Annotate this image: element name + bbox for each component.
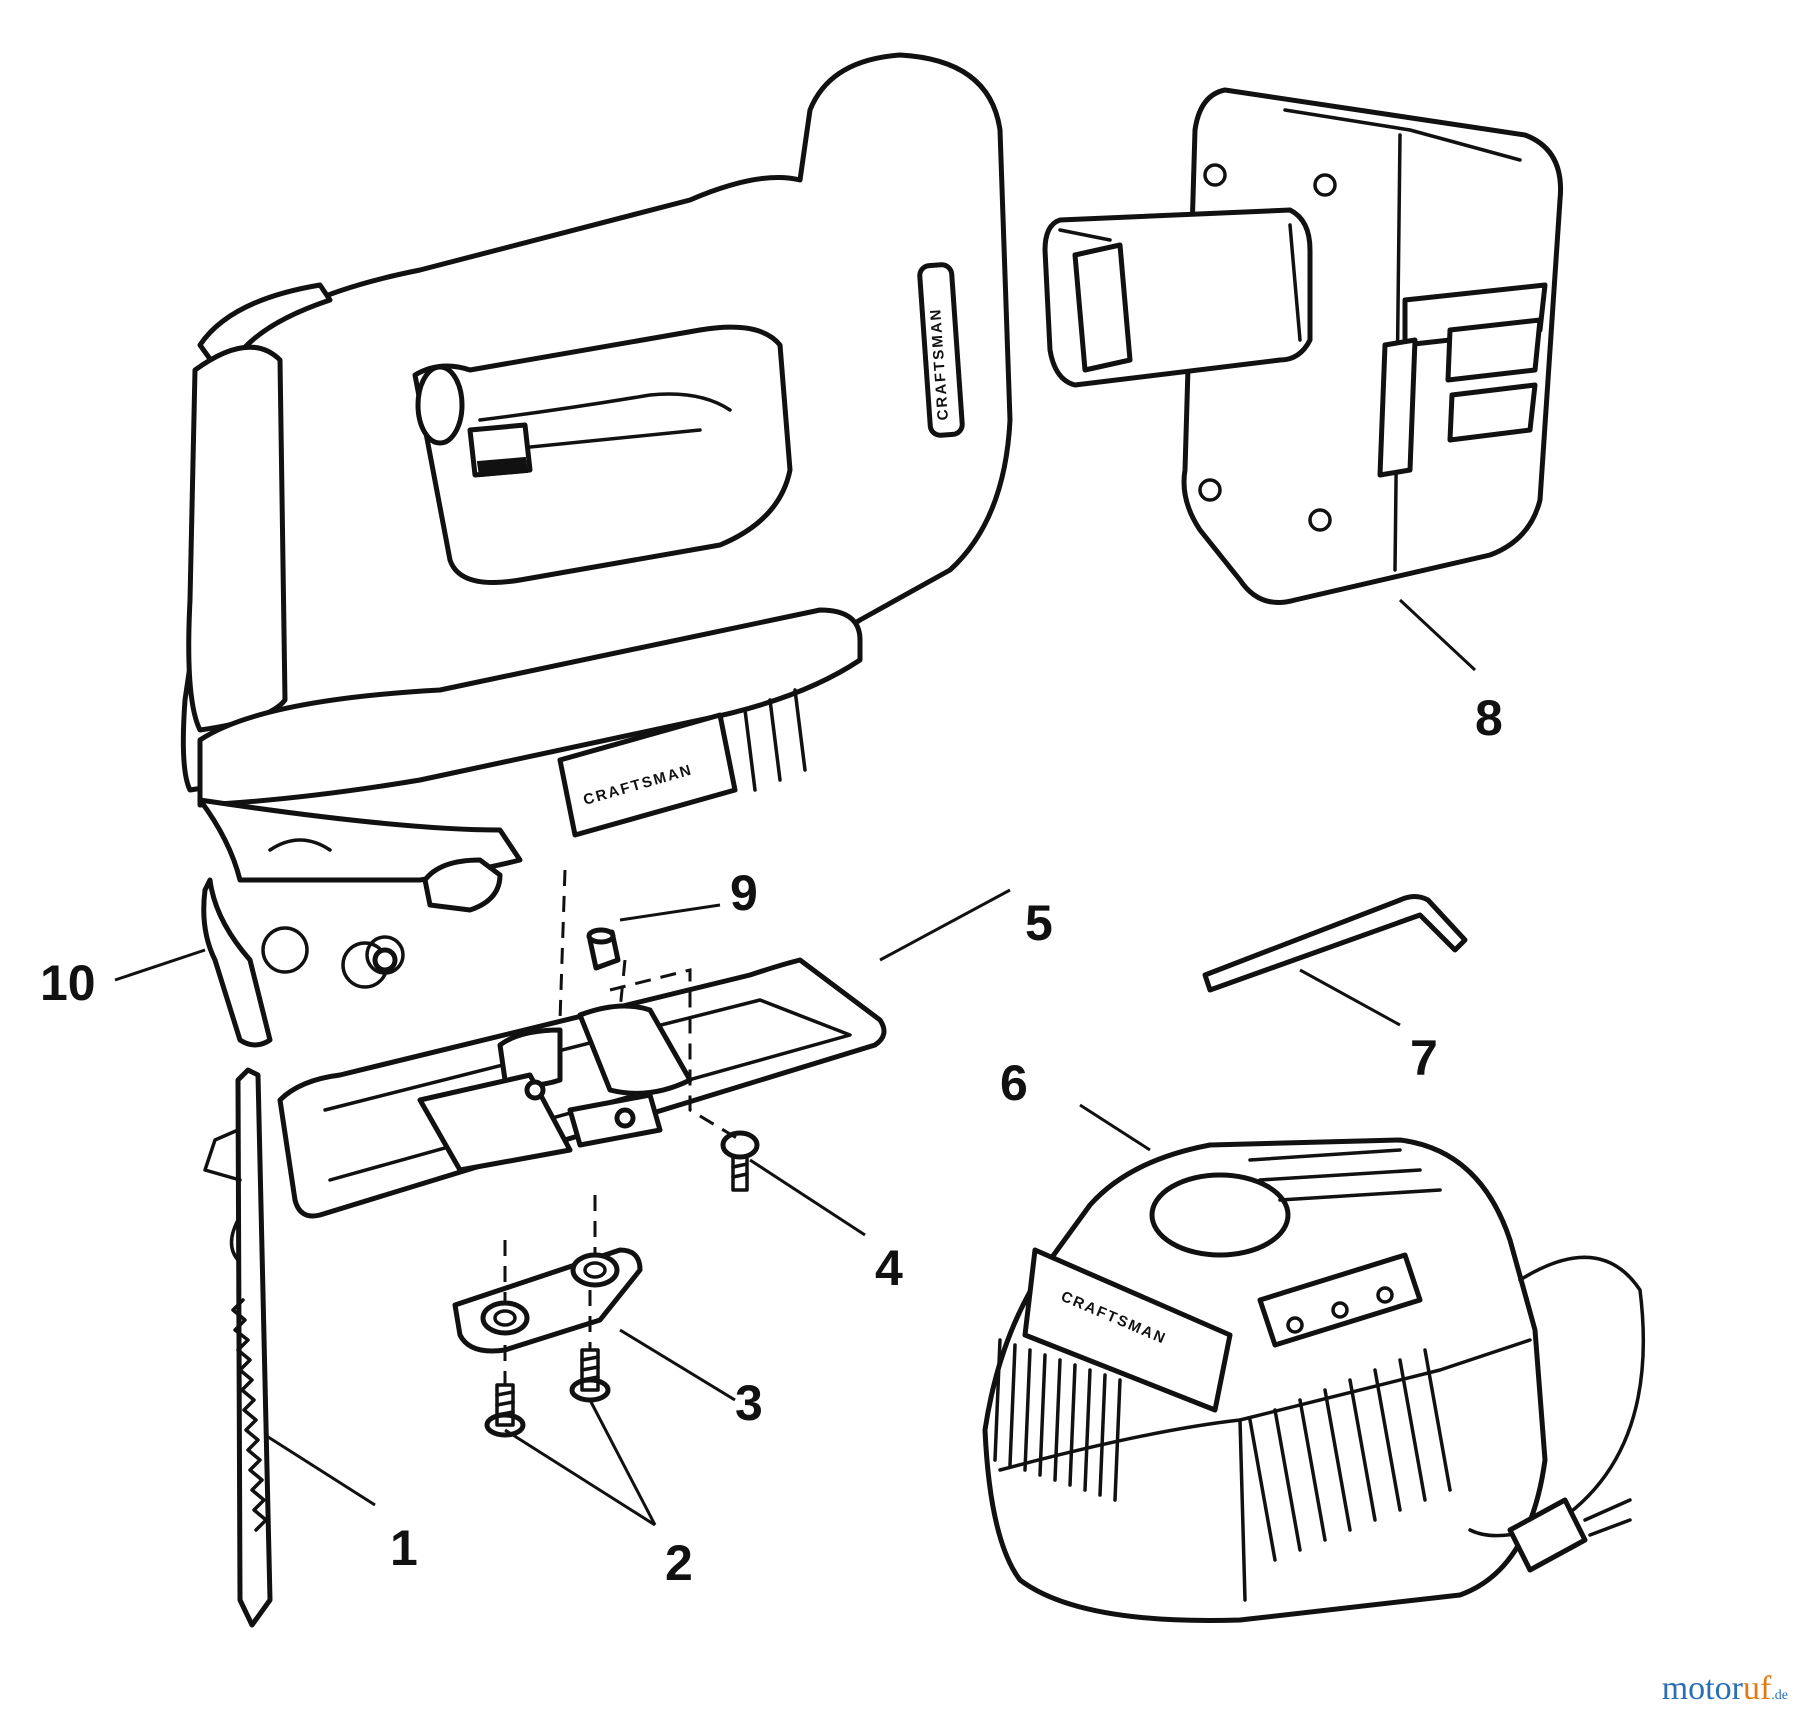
rear-brand-strip: CRAFTSMAN — [917, 262, 965, 438]
front-nameplate: CRAFTSMAN — [557, 712, 738, 838]
saw-blade — [203, 1067, 273, 1628]
watermark-part2: uf — [1742, 1670, 1772, 1707]
callout-10: 10 — [40, 955, 96, 1011]
bushing — [586, 927, 621, 971]
callout-8: 8 — [1475, 690, 1503, 746]
callout-1: 1 — [390, 1520, 418, 1576]
callout-7: 7 — [1410, 1030, 1438, 1086]
alignment-lines — [503, 869, 741, 1385]
screw-2b — [569, 1348, 611, 1403]
watermark-tld: .de — [1771, 1688, 1788, 1703]
callout-5: 5 — [1025, 895, 1053, 951]
callout-6: 6 — [1000, 1055, 1028, 1111]
watermark-part1: motor — [1661, 1670, 1743, 1707]
screw-4 — [720, 1130, 760, 1192]
leader-lines — [114, 598, 1477, 1527]
base-plate — [277, 957, 887, 1219]
callout-2: 2 — [665, 1535, 693, 1591]
clamp-plate — [452, 1247, 643, 1354]
charger: CRAFTSMAN — [982, 1137, 1646, 1623]
screw-2a — [484, 1383, 526, 1438]
callout-4: 4 — [875, 1240, 903, 1296]
callout-9: 9 — [730, 865, 758, 921]
site-watermark: motoruf.de — [1662, 1670, 1788, 1708]
callout-3: 3 — [735, 1375, 763, 1431]
charger-brand-plate: CRAFTSMAN — [1022, 1247, 1233, 1413]
hex-key — [1202, 894, 1468, 993]
jigsaw-body: CRAFTSMAN CRAFTSMAN — [180, 52, 1013, 1048]
battery-pack — [1042, 87, 1564, 605]
callout-labels: 1 2 3 4 5 6 7 8 9 10 — [40, 690, 1503, 1591]
